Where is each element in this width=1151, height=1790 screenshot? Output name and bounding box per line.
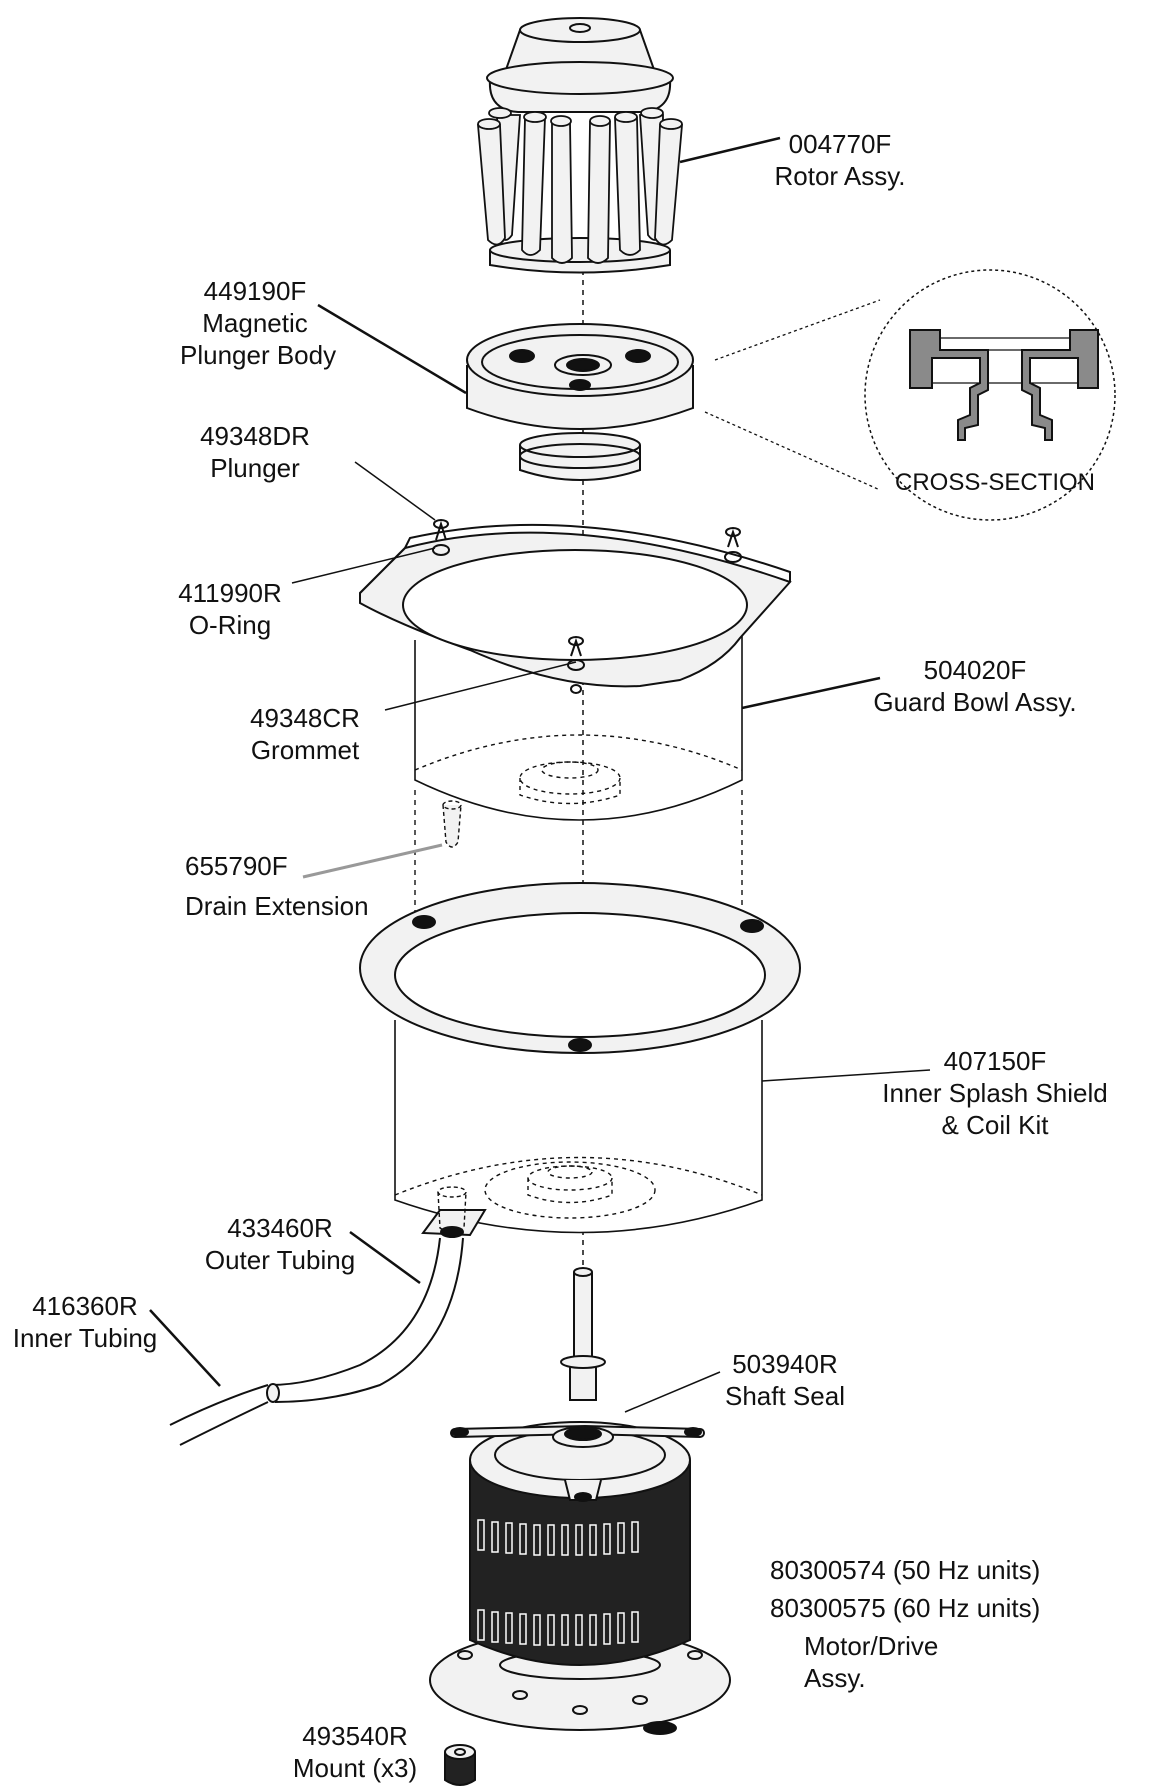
plunger-name: Plunger bbox=[210, 453, 300, 483]
plunger-body-name-line2: Plunger Body bbox=[180, 340, 337, 370]
drain-extension-name: Drain Extension bbox=[185, 891, 369, 921]
plunger-body-part-number: 449190F bbox=[203, 276, 307, 306]
callout-grommet: 49348CR Grommet bbox=[230, 702, 380, 766]
splash-shield-part-number: 407150F bbox=[943, 1046, 1047, 1076]
callout-guard-bowl: 504020F Guard Bowl Assy. bbox=[855, 654, 1095, 718]
o-ring-name: O-Ring bbox=[188, 610, 272, 640]
callout-rotor: 004770F Rotor Assy. bbox=[760, 128, 920, 192]
cross-section-caption: CROSS-SECTION bbox=[895, 469, 1096, 496]
inner-tubing-part-number: 416360R bbox=[32, 1291, 138, 1321]
plunger-part-number: 49348DR bbox=[200, 421, 310, 451]
shaft-seal-name: Shaft Seal bbox=[725, 1381, 845, 1411]
callout-o-ring: 411990R O-Ring bbox=[160, 577, 300, 641]
drain-extension-part-number: 655790F bbox=[185, 851, 288, 881]
shaft bbox=[560, 1267, 606, 1436]
grommet-part-number: 49348CR bbox=[250, 703, 360, 733]
rotor-name: Rotor Assy. bbox=[774, 161, 906, 191]
mount bbox=[444, 1744, 476, 1786]
plunger bbox=[519, 432, 641, 481]
callout-outer-tubing: 433460R Outer Tubing bbox=[195, 1212, 365, 1276]
guard-bowl-part-number: 504020F bbox=[923, 655, 1027, 685]
motor-drive-assembly bbox=[429, 1421, 731, 1735]
callout-plunger-body: 449190F Magnetic Plunger Body bbox=[180, 275, 337, 371]
guard-bowl-assembly bbox=[359, 519, 792, 821]
callout-splash-shield: 407150F Inner Splash Shield & Coil Kit bbox=[870, 1045, 1120, 1141]
magnetic-plunger-body bbox=[466, 323, 694, 430]
callout-shaft-seal: 503940R Shaft Seal bbox=[715, 1348, 855, 1412]
grommet-name: Grommet bbox=[250, 735, 360, 765]
motor-part-number-60hz: 80300575 (60 Hz units) bbox=[770, 1593, 1041, 1623]
callout-inner-tubing: 416360R Inner Tubing bbox=[5, 1290, 165, 1354]
motor-name-line1: Motor/Drive bbox=[804, 1631, 939, 1661]
callout-drain-extension: 655790F Drain Extension bbox=[185, 850, 395, 922]
mount-name: Mount (x3) bbox=[292, 1753, 418, 1783]
rotor-part-number: 004770F bbox=[788, 129, 892, 159]
shaft-seal-part-number: 503940R bbox=[732, 1349, 838, 1379]
callout-motor: 80300574 (50 Hz units) 80300575 (60 Hz u… bbox=[770, 1554, 1070, 1694]
outer-tubing-part-number: 433460R bbox=[227, 1213, 333, 1243]
rotor-assembly bbox=[477, 17, 683, 274]
splash-shield-name-line1: Inner Splash Shield bbox=[882, 1078, 1108, 1108]
drain-extension bbox=[442, 800, 462, 848]
callout-plunger: 49348DR Plunger bbox=[180, 420, 330, 484]
inner-tubing-name: Inner Tubing bbox=[12, 1323, 158, 1353]
tubing bbox=[169, 1186, 487, 1446]
callout-mount: 493540R Mount (x3) bbox=[280, 1720, 430, 1784]
cross-section-detail bbox=[704, 269, 1116, 521]
outer-tubing-name: Outer Tubing bbox=[204, 1245, 356, 1275]
leader-lines bbox=[149, 136, 931, 1413]
splash-shield-name-line2: & Coil Kit bbox=[941, 1110, 1049, 1140]
plunger-body-name-line1: Magnetic bbox=[202, 308, 308, 338]
inner-splash-shield bbox=[359, 882, 801, 1234]
motor-name-line2: Assy. bbox=[804, 1663, 866, 1693]
guard-bowl-name: Guard Bowl Assy. bbox=[873, 687, 1077, 717]
motor-part-number-50hz: 80300574 (50 Hz units) bbox=[770, 1555, 1041, 1585]
o-ring-part-number: 411990R bbox=[178, 578, 282, 608]
mount-part-number: 493540R bbox=[302, 1721, 408, 1751]
